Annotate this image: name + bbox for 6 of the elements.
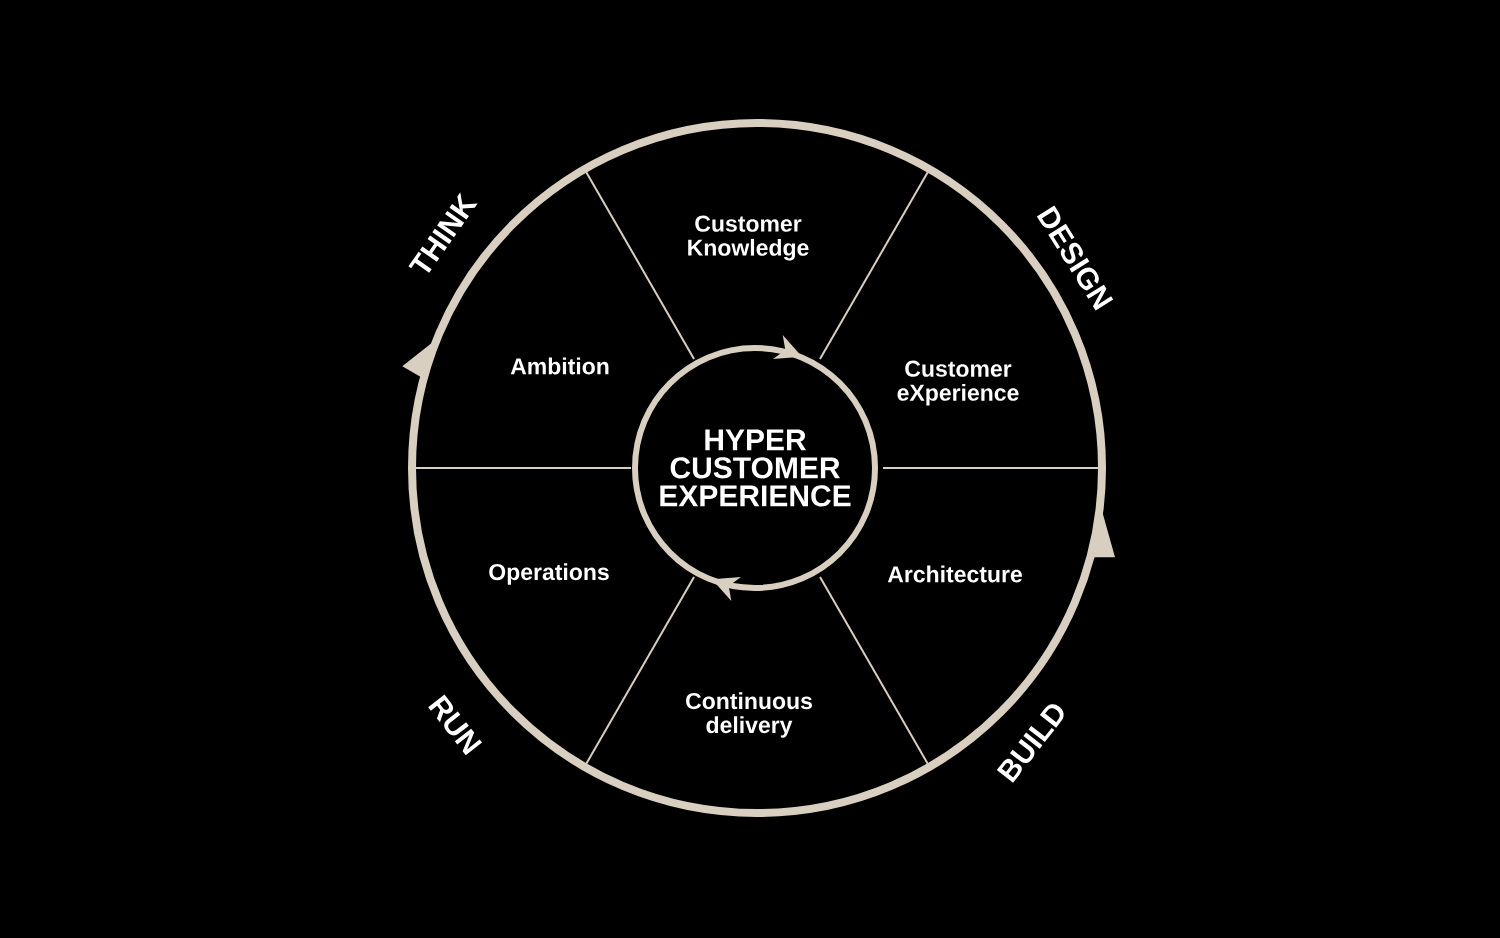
segment-label: Architecture	[887, 565, 1022, 583]
segment-label: Continuous delivery	[686, 692, 812, 738]
segment-label: Customer eXperience	[897, 360, 1019, 406]
segment-label: Operations	[489, 563, 609, 585]
segment-label: Customer Knowledge	[688, 215, 809, 261]
segment-label: Ambition	[510, 357, 609, 375]
